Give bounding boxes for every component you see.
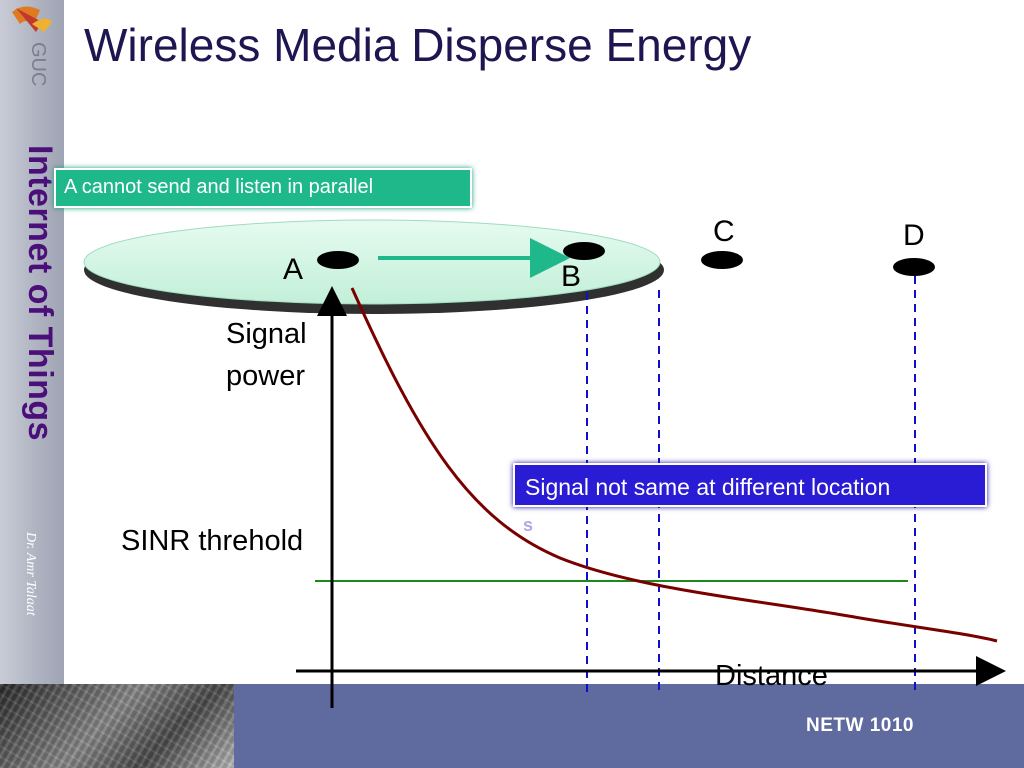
- x-axis-label: Distance: [715, 660, 828, 692]
- y-axis-label-line2: power: [226, 360, 305, 392]
- sinr-threshold-label: SINR threhold: [121, 525, 304, 557]
- node-d-label: D: [903, 219, 925, 252]
- range-ellipse: [83, 219, 661, 305]
- node-a-label: A: [283, 253, 304, 286]
- guc-logo: GUC: [12, 6, 52, 86]
- logo-text: GUC: [27, 42, 49, 86]
- stray-text: s: [523, 515, 534, 535]
- y-axis-label: Signal power: [226, 313, 307, 397]
- slide-title: Wireless Media Disperse Energy: [84, 19, 752, 71]
- node-c: [701, 251, 743, 269]
- course-code: NETW 1010: [806, 715, 914, 736]
- node-b-label: B: [561, 260, 582, 293]
- signal-decay-curve: [350, 287, 998, 643]
- node-a: [317, 251, 359, 269]
- callout-parallel: A cannot send and listen in parallel: [54, 168, 472, 208]
- node-b: [563, 242, 605, 260]
- author-name: Dr. Amr Talaat: [23, 532, 38, 616]
- callout-signal-location: Signal not same at different location: [513, 463, 987, 507]
- chip-photo: [0, 684, 234, 768]
- y-axis-label-line1: Signal: [226, 318, 307, 350]
- sidebar: GUC Internet of Things Dr. Amr Talaat: [0, 0, 64, 684]
- sidebar-title: Internet of Things: [21, 145, 59, 442]
- node-d: [893, 258, 935, 276]
- node-c-label: C: [713, 215, 735, 248]
